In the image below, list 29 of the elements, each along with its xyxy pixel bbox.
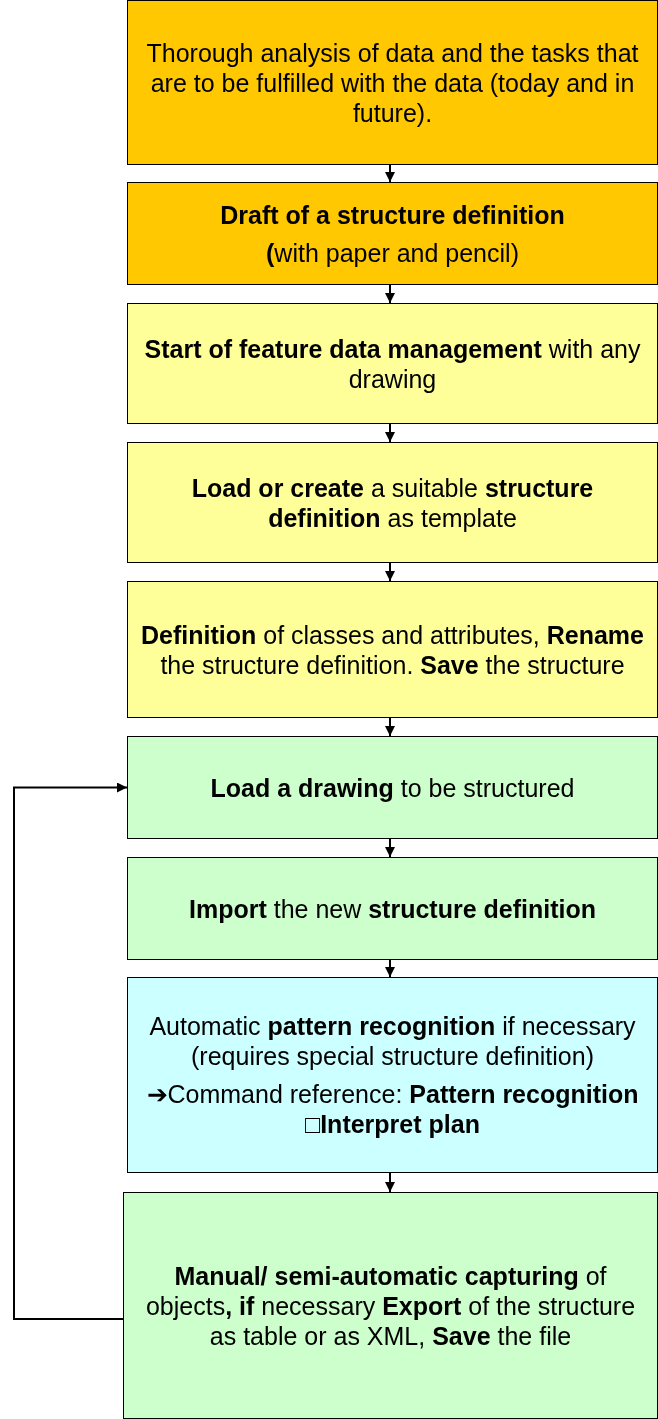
arrow [13, 782, 128, 1321]
step-text: ➔Command reference: Pattern recognition □Interpret plan [145, 1079, 640, 1139]
arrow [385, 838, 395, 858]
arrow [385, 423, 395, 443]
arrow [385, 1172, 395, 1193]
arrow [385, 959, 395, 978]
step-text: Definition of classes and attributes, Rename the structure definition. Save the structure [140, 619, 645, 680]
step-text: Manual/ semi-automatic capturing of objects, if necessary Export of the structure as table or as XML, Save the file [144, 1260, 637, 1351]
step-text: Thorough analysis of data and the tasks that are to be fulfilled with the data (today and in future). [145, 37, 640, 128]
arrow [385, 164, 395, 183]
process-box [127, 303, 658, 424]
step-text: Load or create a suitable structure definition as template [190, 472, 595, 533]
arrow [385, 717, 395, 737]
process-box [127, 977, 658, 1173]
process-box [123, 1192, 658, 1419]
step-text: Draft of a structure definition [220, 199, 565, 230]
process-box [127, 581, 658, 718]
step-text: Automatic pattern recognition if necessary (requires special structure definition) [148, 1011, 637, 1071]
process-box [127, 182, 658, 285]
process-box [127, 857, 658, 960]
process-box [127, 442, 658, 563]
process-box [127, 0, 658, 165]
arrow [385, 284, 395, 304]
step-text: Load a drawing to be structured [210, 772, 575, 803]
arrow [385, 562, 395, 582]
process-box [127, 736, 658, 839]
step-text: Start of feature data management with any drawing [143, 333, 642, 394]
step-text: Import the new structure definition [189, 893, 596, 924]
step-text: (with paper and pencil) [266, 237, 519, 268]
